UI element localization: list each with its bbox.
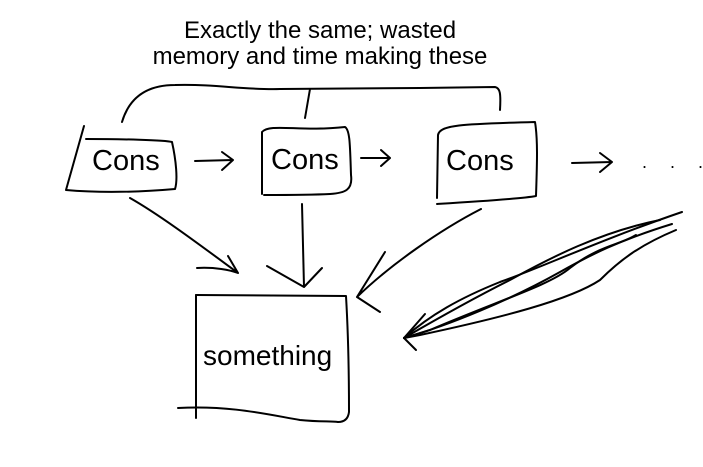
pointer-arrow-1: [129, 197, 239, 274]
something-box: [177, 294, 350, 423]
next-arrow-2: [360, 149, 391, 167]
next-arrow-1: [194, 151, 234, 171]
cons-box-3: [436, 121, 538, 205]
cons-label-2: Cons: [271, 144, 339, 176]
cons-label-3: Cons: [446, 145, 514, 177]
continuation-ellipsis: . . .: [642, 152, 703, 172]
annotation-caption: Exactly the same; wasted memory and time…: [0, 18, 640, 70]
grouping-bracket: [121, 83, 502, 123]
cons-box-1: [65, 125, 178, 193]
something-label: something: [203, 340, 333, 371]
annotation-line-1: Exactly the same; wasted: [183, 17, 457, 44]
annotation-line-2: memory and time making these: [152, 43, 488, 70]
scribbled-arrows: [403, 211, 683, 351]
next-arrow-3: [571, 152, 613, 173]
pointer-arrow-3: [356, 208, 482, 313]
cons-label-1: Cons: [92, 145, 160, 177]
cons-box-2: [261, 126, 353, 196]
pointer-arrow-2: [266, 203, 323, 288]
